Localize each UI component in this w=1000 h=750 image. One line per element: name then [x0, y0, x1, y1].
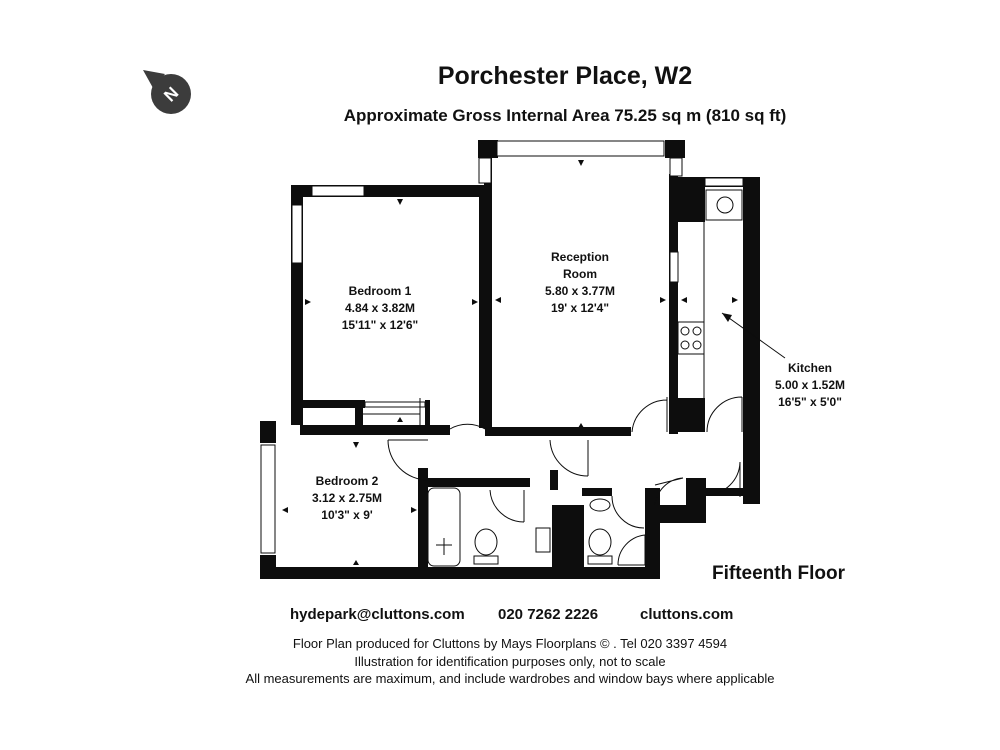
- area-subtitle: Approximate Gross Internal Area 75.25 sq…: [343, 106, 787, 125]
- room-metric: 5.80 x 3.77M: [544, 284, 616, 298]
- room-imperial: 15'11" x 12'6": [341, 318, 419, 332]
- fixtures: [427, 189, 786, 567]
- room-kitchen: Kitchen 5.00 x 1.52M 16'5" x 5'0": [760, 360, 860, 411]
- doors: [302, 396, 743, 529]
- room-metric: 5.00 x 1.52M: [774, 378, 846, 392]
- floor-label: Fifteenth Floor: [712, 563, 845, 584]
- contact-website[interactable]: cluttons.com: [640, 606, 734, 623]
- room-name: Bedroom 1: [348, 284, 412, 298]
- walls: [260, 140, 760, 579]
- room-name: Bedroom 2: [315, 474, 379, 488]
- contact-phone[interactable]: 020 7262 2226: [498, 606, 599, 623]
- room-reception: Reception Room 5.80 x 3.77M 19' x 12'4": [530, 249, 630, 317]
- north-arrow-icon: N: [143, 70, 191, 114]
- dimension-markers: [282, 160, 738, 565]
- contact-email[interactable]: hydepark@cluttons.com: [290, 606, 465, 623]
- room-bedroom-1: Bedroom 1 4.84 x 3.82M 15'11" x 12'6": [330, 283, 430, 334]
- room-imperial: 19' x 12'4": [550, 301, 610, 315]
- room-bedroom-2: Bedroom 2 3.12 x 2.75M 10'3" x 9': [297, 473, 397, 524]
- room-name: Kitchen: [787, 361, 832, 375]
- room-imperial: 16'5" x 5'0": [778, 395, 842, 409]
- footer-line-2: Illustration for identification purposes…: [354, 654, 666, 669]
- room-metric: 4.84 x 3.82M: [344, 301, 416, 315]
- room-imperial: 10'3" x 9': [321, 508, 373, 522]
- page-title: Porchester Place, W2: [437, 62, 693, 90]
- footer-line-1: Floor Plan produced for Cluttons by Mays…: [292, 636, 728, 651]
- room-name-line2: Room: [563, 267, 597, 281]
- room-metric: 3.12 x 2.75M: [311, 491, 383, 505]
- room-name-line1: Reception: [550, 250, 609, 264]
- windows: [260, 140, 744, 554]
- footer-line-3: All measurements are maximum, and includ…: [245, 671, 775, 686]
